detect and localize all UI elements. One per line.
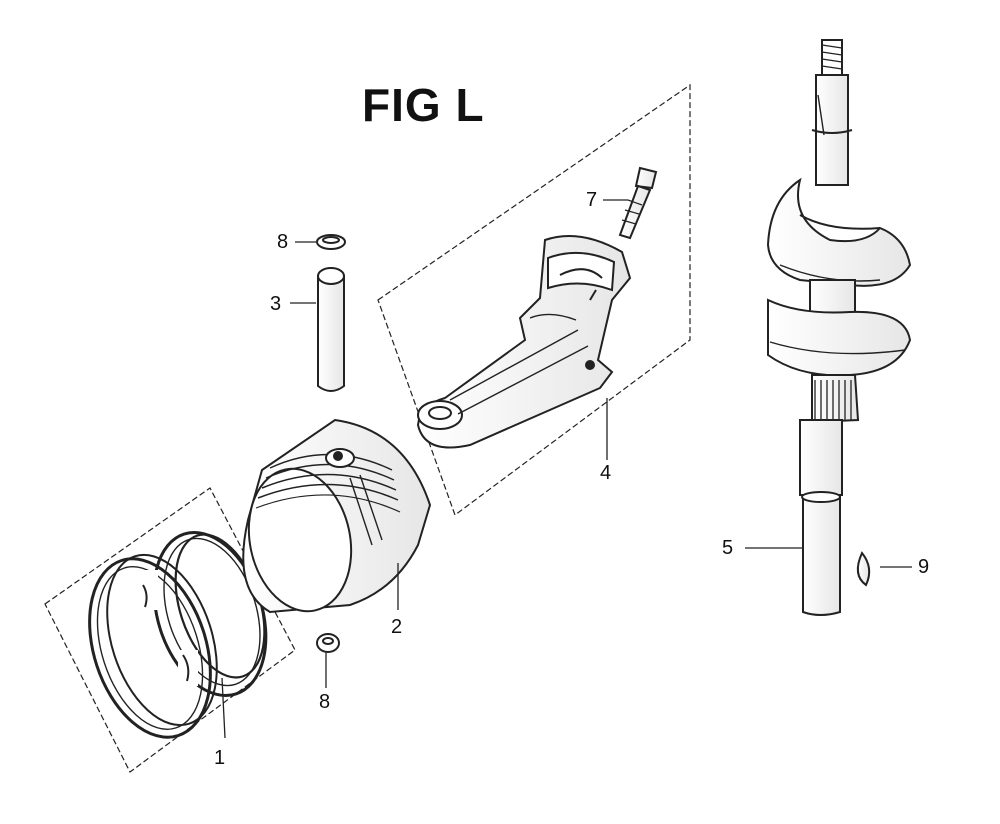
callout-8-upper: 8 <box>277 231 289 253</box>
callout-5: 5 <box>722 537 734 559</box>
rod-bolt-drawing <box>618 166 658 240</box>
callout-2: 2 <box>391 616 403 638</box>
piston-rings-drawing <box>88 531 268 739</box>
callout-7: 7 <box>586 189 598 211</box>
crankshaft-drawing <box>766 39 912 616</box>
callout-4: 4 <box>600 462 612 484</box>
piston-drawing <box>242 418 432 614</box>
connecting-rod-drawing <box>416 235 632 449</box>
callout-9: 9 <box>918 556 930 578</box>
callout-8-lower: 8 <box>319 691 331 713</box>
piston-pin-drawing <box>317 267 345 392</box>
figure-title: FIG L <box>362 79 485 131</box>
leader-lines <box>221 199 912 739</box>
circlip-drawing <box>316 234 346 653</box>
key-drawing <box>856 551 871 587</box>
piston-ring-set-box <box>44 487 296 773</box>
connecting-rod-box <box>377 83 691 516</box>
callout-3: 3 <box>270 293 282 315</box>
callout-1: 1 <box>214 747 226 769</box>
